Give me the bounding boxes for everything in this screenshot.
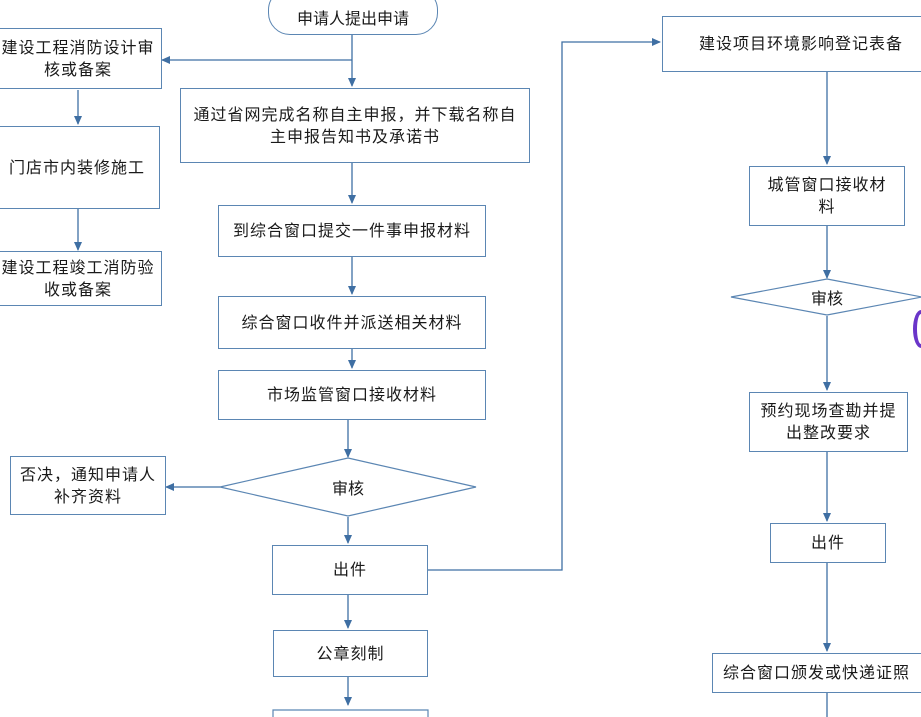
urban-receive-box: 城管窗口接收材料 <box>749 166 905 226</box>
online-declare-box: 通过省网完成名称自主申报，并下载名称自主申报告知书及承诺书 <box>180 88 530 163</box>
arrow-issue-to-env <box>428 38 661 571</box>
reject-label: 否决，通知申请人补齐资料 <box>19 464 156 506</box>
fire-acceptance-box: 建设工程竣工消防验收或备案 <box>0 251 162 306</box>
env-register-box: 建设项目环境影响登记表备 <box>662 16 921 72</box>
reject-box: 否决，通知申请人补齐资料 <box>10 456 166 515</box>
review-diamond-center <box>219 457 477 517</box>
inspection-box: 预约现场查勘并提出整改要求 <box>749 392 908 452</box>
issue-box-center: 出件 <box>272 545 428 595</box>
submit-box: 到综合窗口提交一件事申报材料 <box>218 205 486 257</box>
inspection-label: 预约现场查勘并提出整改要求 <box>760 401 897 442</box>
renovation-label: 门店市内装修施工 <box>8 157 145 177</box>
fire-design-label: 建设工程消防设计审核或备案 <box>1 37 155 79</box>
fire-acceptance-label: 建设工程竣工消防验收或备案 <box>1 257 155 299</box>
submit-label: 到综合窗口提交一件事申报材料 <box>232 221 471 240</box>
urban-receive-label: 城管窗口接收材料 <box>767 175 887 216</box>
deliver-label: 综合窗口颁发或快递证照 <box>723 663 911 682</box>
issue-label-center: 出件 <box>332 560 367 579</box>
market-receive-box: 市场监管窗口接收材料 <box>218 370 486 420</box>
start-node: 申请人提出申请 <box>268 0 438 35</box>
issue-box-right: 出件 <box>770 523 886 563</box>
next-box-partial <box>272 709 429 717</box>
issue-label-right: 出件 <box>810 533 845 552</box>
deliver-box: 综合窗口颁发或快递证照 <box>712 653 921 693</box>
review-label-right: 审核 <box>810 289 843 308</box>
receive-dispatch-box: 综合窗口收件并派送相关材料 <box>218 296 486 349</box>
start-label: 申请人提出申请 <box>296 8 409 28</box>
accent-mark <box>913 310 921 348</box>
market-receive-label: 市场监管窗口接收材料 <box>266 385 437 404</box>
env-register-label: 建设项目环境影响登记表备 <box>699 34 904 53</box>
receive-dispatch-label: 综合窗口收件并派送相关材料 <box>241 312 463 332</box>
renovation-box: 门店市内装修施工 <box>0 126 160 209</box>
fire-design-box: 建设工程消防设计审核或备案 <box>0 28 162 89</box>
seal-label: 公章刻制 <box>316 643 385 663</box>
online-declare-label: 通过省网完成名称自主申报，并下载名称自主申报告知书及承诺书 <box>193 104 517 146</box>
review-label-center: 审核 <box>331 479 364 498</box>
review-diamond-right <box>730 278 921 316</box>
seal-box: 公章刻制 <box>273 630 428 677</box>
